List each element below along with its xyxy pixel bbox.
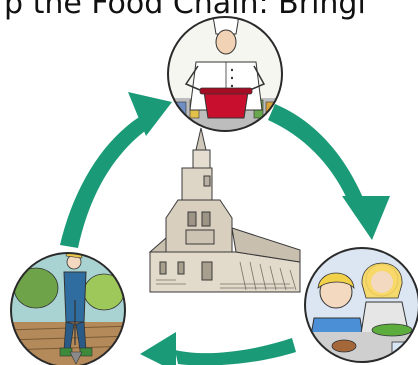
farmer-illustration [5,250,135,365]
arrow-top-to-right [268,104,390,240]
church-tower-illustration [150,128,300,292]
arrow-right-to-left [140,332,296,365]
arrow-left-to-top [60,92,172,248]
children-eating-illustration [300,245,418,365]
